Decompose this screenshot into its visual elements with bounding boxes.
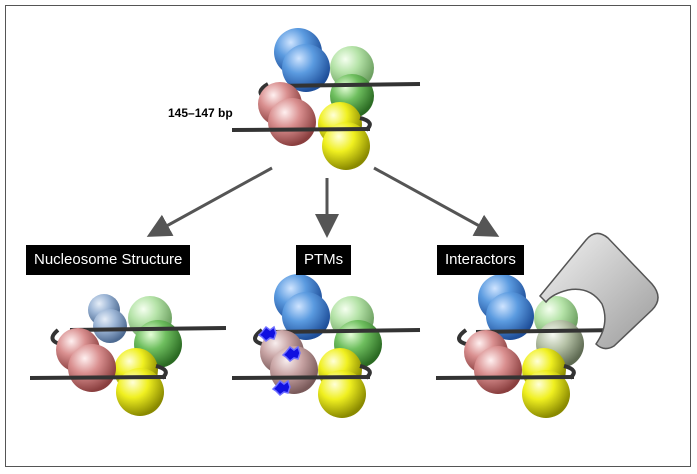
nucleosome-top: [231, 28, 421, 170]
histone-blue-front: [282, 292, 330, 340]
arrow-left: [146, 166, 273, 237]
panel-label-interactors: Interactors: [437, 245, 524, 275]
nucleosome-interactors: [435, 232, 659, 418]
ptm-marks: [257, 325, 301, 396]
nucleosome-ptms: [231, 274, 421, 418]
histone-pink-front: [68, 344, 116, 392]
dna-strand-upper: [475, 328, 623, 334]
dna-strand-lower: [435, 375, 575, 380]
panel-label-ptms: PTMs: [296, 245, 352, 275]
histone-pink-front: [268, 98, 316, 146]
histone-yellow-front: [318, 370, 366, 418]
histone-blue-front: [486, 292, 534, 340]
dna-strand-lower: [29, 375, 167, 380]
histone-blue-front: [282, 44, 330, 92]
dna-strand-lower: [231, 127, 371, 132]
ptm-mark-2: [281, 345, 301, 362]
histone-pale-blue-front: [93, 309, 127, 343]
arrows: [146, 166, 500, 238]
dna-length-label: 145–147 bp: [168, 106, 233, 120]
nucleosome-structure: [29, 294, 227, 416]
histone-pink-front: [474, 346, 522, 394]
dna-strand-upper: [271, 82, 421, 88]
histone-yellow-front: [116, 368, 164, 416]
dna-strand-lower: [231, 375, 371, 380]
interactor-protein: [538, 232, 659, 350]
ptm-mark-1: [257, 325, 277, 342]
dna-strand-upper: [69, 326, 227, 332]
arrow-right: [373, 166, 500, 237]
panel-label-nucleosome-structure: Nucleosome Structure: [26, 245, 191, 275]
histone-yellow-front: [522, 370, 570, 418]
ptm-mark-3: [271, 379, 291, 396]
histone-yellow-front: [322, 122, 370, 170]
dna-strand-upper: [271, 328, 421, 334]
